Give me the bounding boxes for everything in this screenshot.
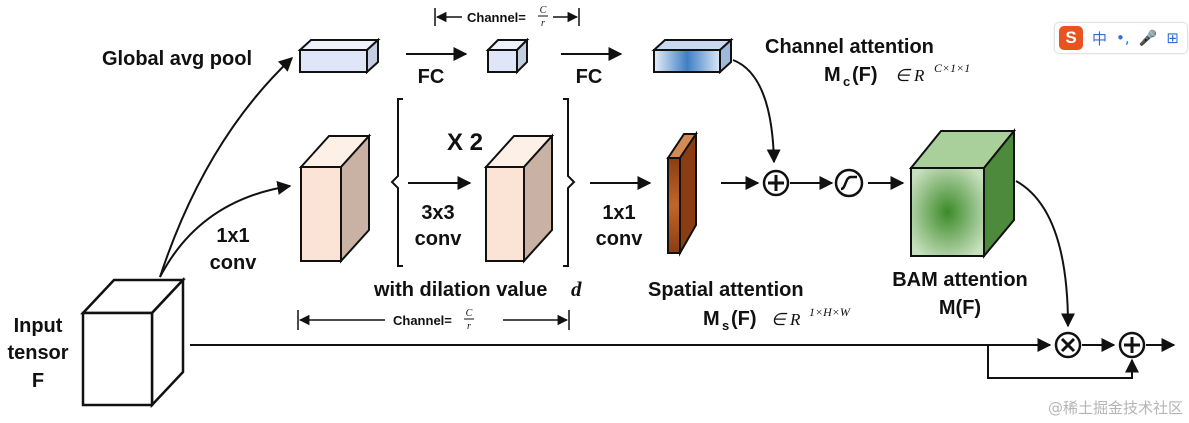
svg-text:s: s — [722, 318, 729, 333]
channel-top-label: Channel= — [467, 10, 526, 25]
svg-text:M: M — [824, 64, 841, 86]
svg-text:with dilation value: with dilation value — [373, 279, 547, 301]
svg-text:(F): (F) — [731, 308, 757, 330]
input-label-line2: tensor — [7, 342, 68, 364]
dilation-label: with dilation value d — [373, 277, 582, 301]
ime-logo-icon[interactable]: S — [1059, 26, 1083, 50]
ime-grid-icon[interactable]: ⊞ — [1166, 29, 1179, 47]
input-label-line1: Input — [14, 315, 63, 337]
svg-text:∈ R: ∈ R — [895, 66, 925, 85]
channel-top-frac-num: C — [540, 5, 547, 16]
svg-text:1×H×W: 1×H×W — [809, 305, 851, 319]
input-tensor-cube — [80, 276, 186, 409]
conv-right-label: conv — [596, 228, 644, 250]
bam-attention-label: BAM attention — [892, 269, 1028, 291]
dilated-conv-bracket — [390, 98, 576, 267]
dilated-conv-output-block — [483, 133, 555, 264]
pooled-vector-block — [297, 37, 381, 75]
svg-text:d: d — [571, 277, 582, 301]
channel-attention-formula: M c (F) ∈ R C×1×1 — [824, 61, 970, 89]
conv1x1-output-block — [298, 133, 372, 264]
ime-toolbar[interactable]: S 中 •, 🎤 ⊞ — [1055, 23, 1187, 53]
channel-bottom-frac-num: C — [466, 308, 473, 319]
channel-top-frac-den: r — [541, 18, 545, 29]
add-operator — [1118, 331, 1146, 359]
repeat-x2-label: X 2 — [447, 129, 483, 156]
channel-bottom-frac-den: r — [467, 321, 471, 332]
conv3x3-conv-label: conv — [415, 228, 463, 250]
ime-punctuation-toggle[interactable]: •, — [1116, 29, 1130, 47]
svg-text:C×1×1: C×1×1 — [934, 61, 970, 75]
channel-dimension-top: Channel= C r — [434, 5, 580, 29]
multiply-operator — [1054, 331, 1082, 359]
channel-attention-label: Channel attention — [765, 36, 934, 58]
reduced-vector-block — [485, 37, 530, 75]
arrow-channel-to-sum — [732, 59, 781, 164]
channel-bottom-label: Channel= — [393, 313, 452, 328]
svg-text:c: c — [843, 74, 850, 89]
svg-text:∈ R: ∈ R — [771, 310, 801, 329]
conv1x1-right-label: 1x1 — [602, 202, 635, 224]
sigmoid-operator — [834, 168, 864, 198]
fc2-label: FC — [576, 66, 603, 88]
conv3x3-label: 3x3 — [421, 202, 454, 224]
ime-microphone-icon[interactable]: 🎤 — [1138, 29, 1158, 47]
fc1-label: FC — [418, 66, 445, 88]
arrow-bam-to-multiply — [1015, 180, 1075, 328]
conv-left-label: conv — [210, 252, 258, 274]
spatial-attention-formula: M s (F) ∈ R 1×H×W — [703, 305, 851, 333]
svg-text:M: M — [703, 308, 720, 330]
arrow-to-global-pool — [159, 57, 294, 278]
ime-language-toggle[interactable]: 中 — [1092, 29, 1108, 48]
channel-attention-block — [651, 37, 734, 75]
global-avg-pool-label: Global avg pool — [102, 48, 252, 70]
svg-text:(F): (F) — [852, 64, 878, 86]
spatial-attention-block — [666, 130, 698, 257]
bam-formula: M(F) — [939, 297, 981, 319]
arrow-to-conv1x1 — [159, 181, 292, 278]
spatial-attention-label: Spatial attention — [648, 279, 804, 301]
sum-operator — [762, 169, 790, 197]
bam-attention-cube — [908, 128, 1017, 259]
input-label-line3: F — [32, 370, 44, 392]
channel-dimension-bottom: Channel= C r — [297, 308, 570, 332]
conv1x1-left-label: 1x1 — [216, 225, 249, 247]
residual-arrow — [987, 345, 1139, 379]
watermark: @稀土掘金技术社区 — [1048, 399, 1183, 417]
